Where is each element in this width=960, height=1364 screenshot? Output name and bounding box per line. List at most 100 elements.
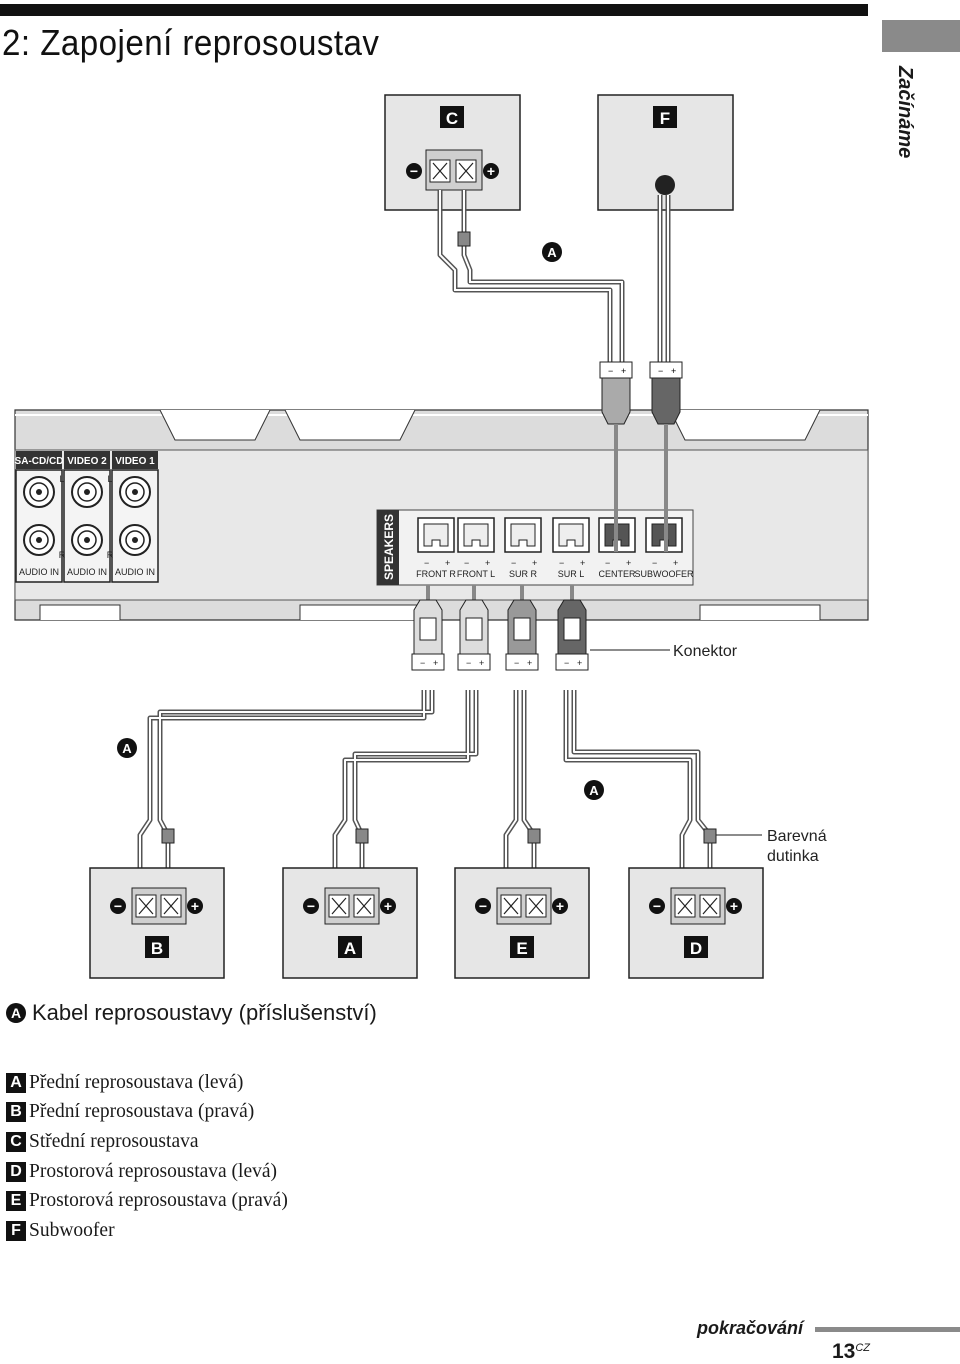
input-name: VIDEO 1 (115, 456, 155, 467)
polarity-minus: − (307, 898, 315, 914)
continue-label: pokračování (697, 1318, 804, 1338)
polarity-plus: + (730, 898, 738, 914)
speaker-letter-badge (510, 936, 534, 958)
connector-face (457, 653, 491, 671)
svg-text:+: + (487, 163, 495, 179)
polarity-minus-badge (475, 898, 491, 914)
speaker-letter: D (690, 939, 702, 958)
bottom-cables (137, 690, 713, 895)
svg-text:−: − (410, 163, 418, 179)
rca-jack-pin (132, 489, 138, 495)
polarity-minus: − (479, 898, 487, 914)
speaker-post-cross (677, 897, 718, 915)
terminal-plus: + (445, 558, 450, 568)
input-label-bar (64, 451, 110, 469)
callout-sleeve-line2: dutinka (767, 848, 819, 865)
input-audio-label: AUDIO IN (67, 567, 107, 577)
center-speaker-letter: C (440, 106, 464, 128)
svg-text:−: − (608, 366, 613, 376)
polarity-plus: + (191, 898, 199, 914)
rca-jack-pin (36, 489, 42, 495)
channel-l-label: L (107, 474, 112, 484)
rca-jack-pin (132, 537, 138, 543)
polarity-minus-badge (303, 898, 319, 914)
terminal-label: SUBWOOFER (634, 569, 694, 579)
polarity-minus-badge (110, 898, 126, 914)
input-name: VIDEO 2 (67, 456, 107, 467)
rca-jack-pin (84, 537, 90, 543)
svg-text:+: + (671, 366, 676, 376)
polarity-minus: − (114, 898, 122, 914)
rca-jack-pin (84, 489, 90, 495)
page-title: 2: Zapojení reprosoustav (2, 22, 380, 63)
svg-text:A: A (122, 741, 132, 756)
cable-marker-top: A (542, 242, 562, 262)
speaker-letter: E (516, 939, 527, 958)
connector-subwoofer: − + (649, 361, 683, 425)
terminal-minus: − (559, 558, 564, 568)
top-cables-highlight (439, 190, 669, 362)
connector-face (505, 653, 539, 671)
input-label-bar (16, 451, 62, 469)
terminal-plus: + (673, 558, 678, 568)
input-audio-label: AUDIO IN (19, 567, 59, 577)
speaker-letter-badge (145, 936, 169, 958)
channel-r-label: R (59, 550, 66, 560)
connector-face (411, 653, 445, 671)
svg-text:+: + (621, 366, 626, 376)
legend-cable-text: Kabel reprosoustavy (příslušenství) (32, 1000, 377, 1025)
continue-bar (815, 1327, 960, 1332)
section-tab-block (882, 20, 960, 52)
terminal-plus: + (532, 558, 537, 568)
page-number-suffix: CZ (855, 1342, 871, 1354)
connector-window (419, 617, 437, 641)
terminal-label: SUR L (558, 569, 585, 579)
connector-minus: − (466, 658, 471, 668)
polarity-minus: − (653, 898, 661, 914)
connector-face (555, 653, 589, 671)
subwoofer-jack (655, 175, 675, 195)
section-tab: Začínáme (893, 66, 923, 176)
speaker-letter-badge (684, 936, 708, 958)
connector-window (465, 617, 483, 641)
channel-r-label: R (107, 550, 114, 560)
legend-text: Prostorová reprosoustava (pravá) (29, 1190, 288, 1212)
legend-text: Prostorová reprosoustava (levá) (29, 1160, 278, 1182)
legend-text: Střední reprosoustava (29, 1130, 199, 1152)
terminal-minus: − (511, 558, 516, 568)
svg-text:−: − (658, 366, 663, 376)
sleeve (355, 828, 369, 844)
connector-minus: − (420, 658, 425, 668)
legend-badge: C (6, 1131, 26, 1152)
sleeve (527, 828, 541, 844)
cable-badge: A (6, 1003, 26, 1023)
center-speaker-terminal: − + (406, 149, 499, 191)
speaker-letter-badge (338, 936, 362, 958)
subwoofer-letter: F (653, 106, 677, 128)
terminal-label: FRONT R (416, 569, 456, 579)
svg-text:F: F (660, 109, 670, 128)
speaker-post-cross (138, 897, 179, 915)
terminal-port (558, 523, 584, 547)
callout-connector: Konektor (673, 643, 738, 660)
cable-marker-left: A (117, 738, 137, 758)
terminal-port (510, 523, 536, 547)
legend-cable: A Kabel reprosoustavy (příslušenství) (6, 1000, 377, 1026)
legend-badge: D (6, 1161, 26, 1182)
legend-text: Přední reprosoustava (pravá) (29, 1101, 255, 1123)
connector-minus: − (564, 658, 569, 668)
speakers-label: SPEAKERS (382, 514, 396, 580)
channel-l-label: L (59, 474, 64, 484)
polarity-plus-badge (726, 898, 742, 914)
speaker-letter: A (344, 939, 356, 958)
center-sub-leads (614, 424, 668, 552)
polarity-plus: + (384, 898, 392, 914)
sleeve-center (457, 231, 471, 247)
speaker-letter: B (151, 939, 163, 958)
